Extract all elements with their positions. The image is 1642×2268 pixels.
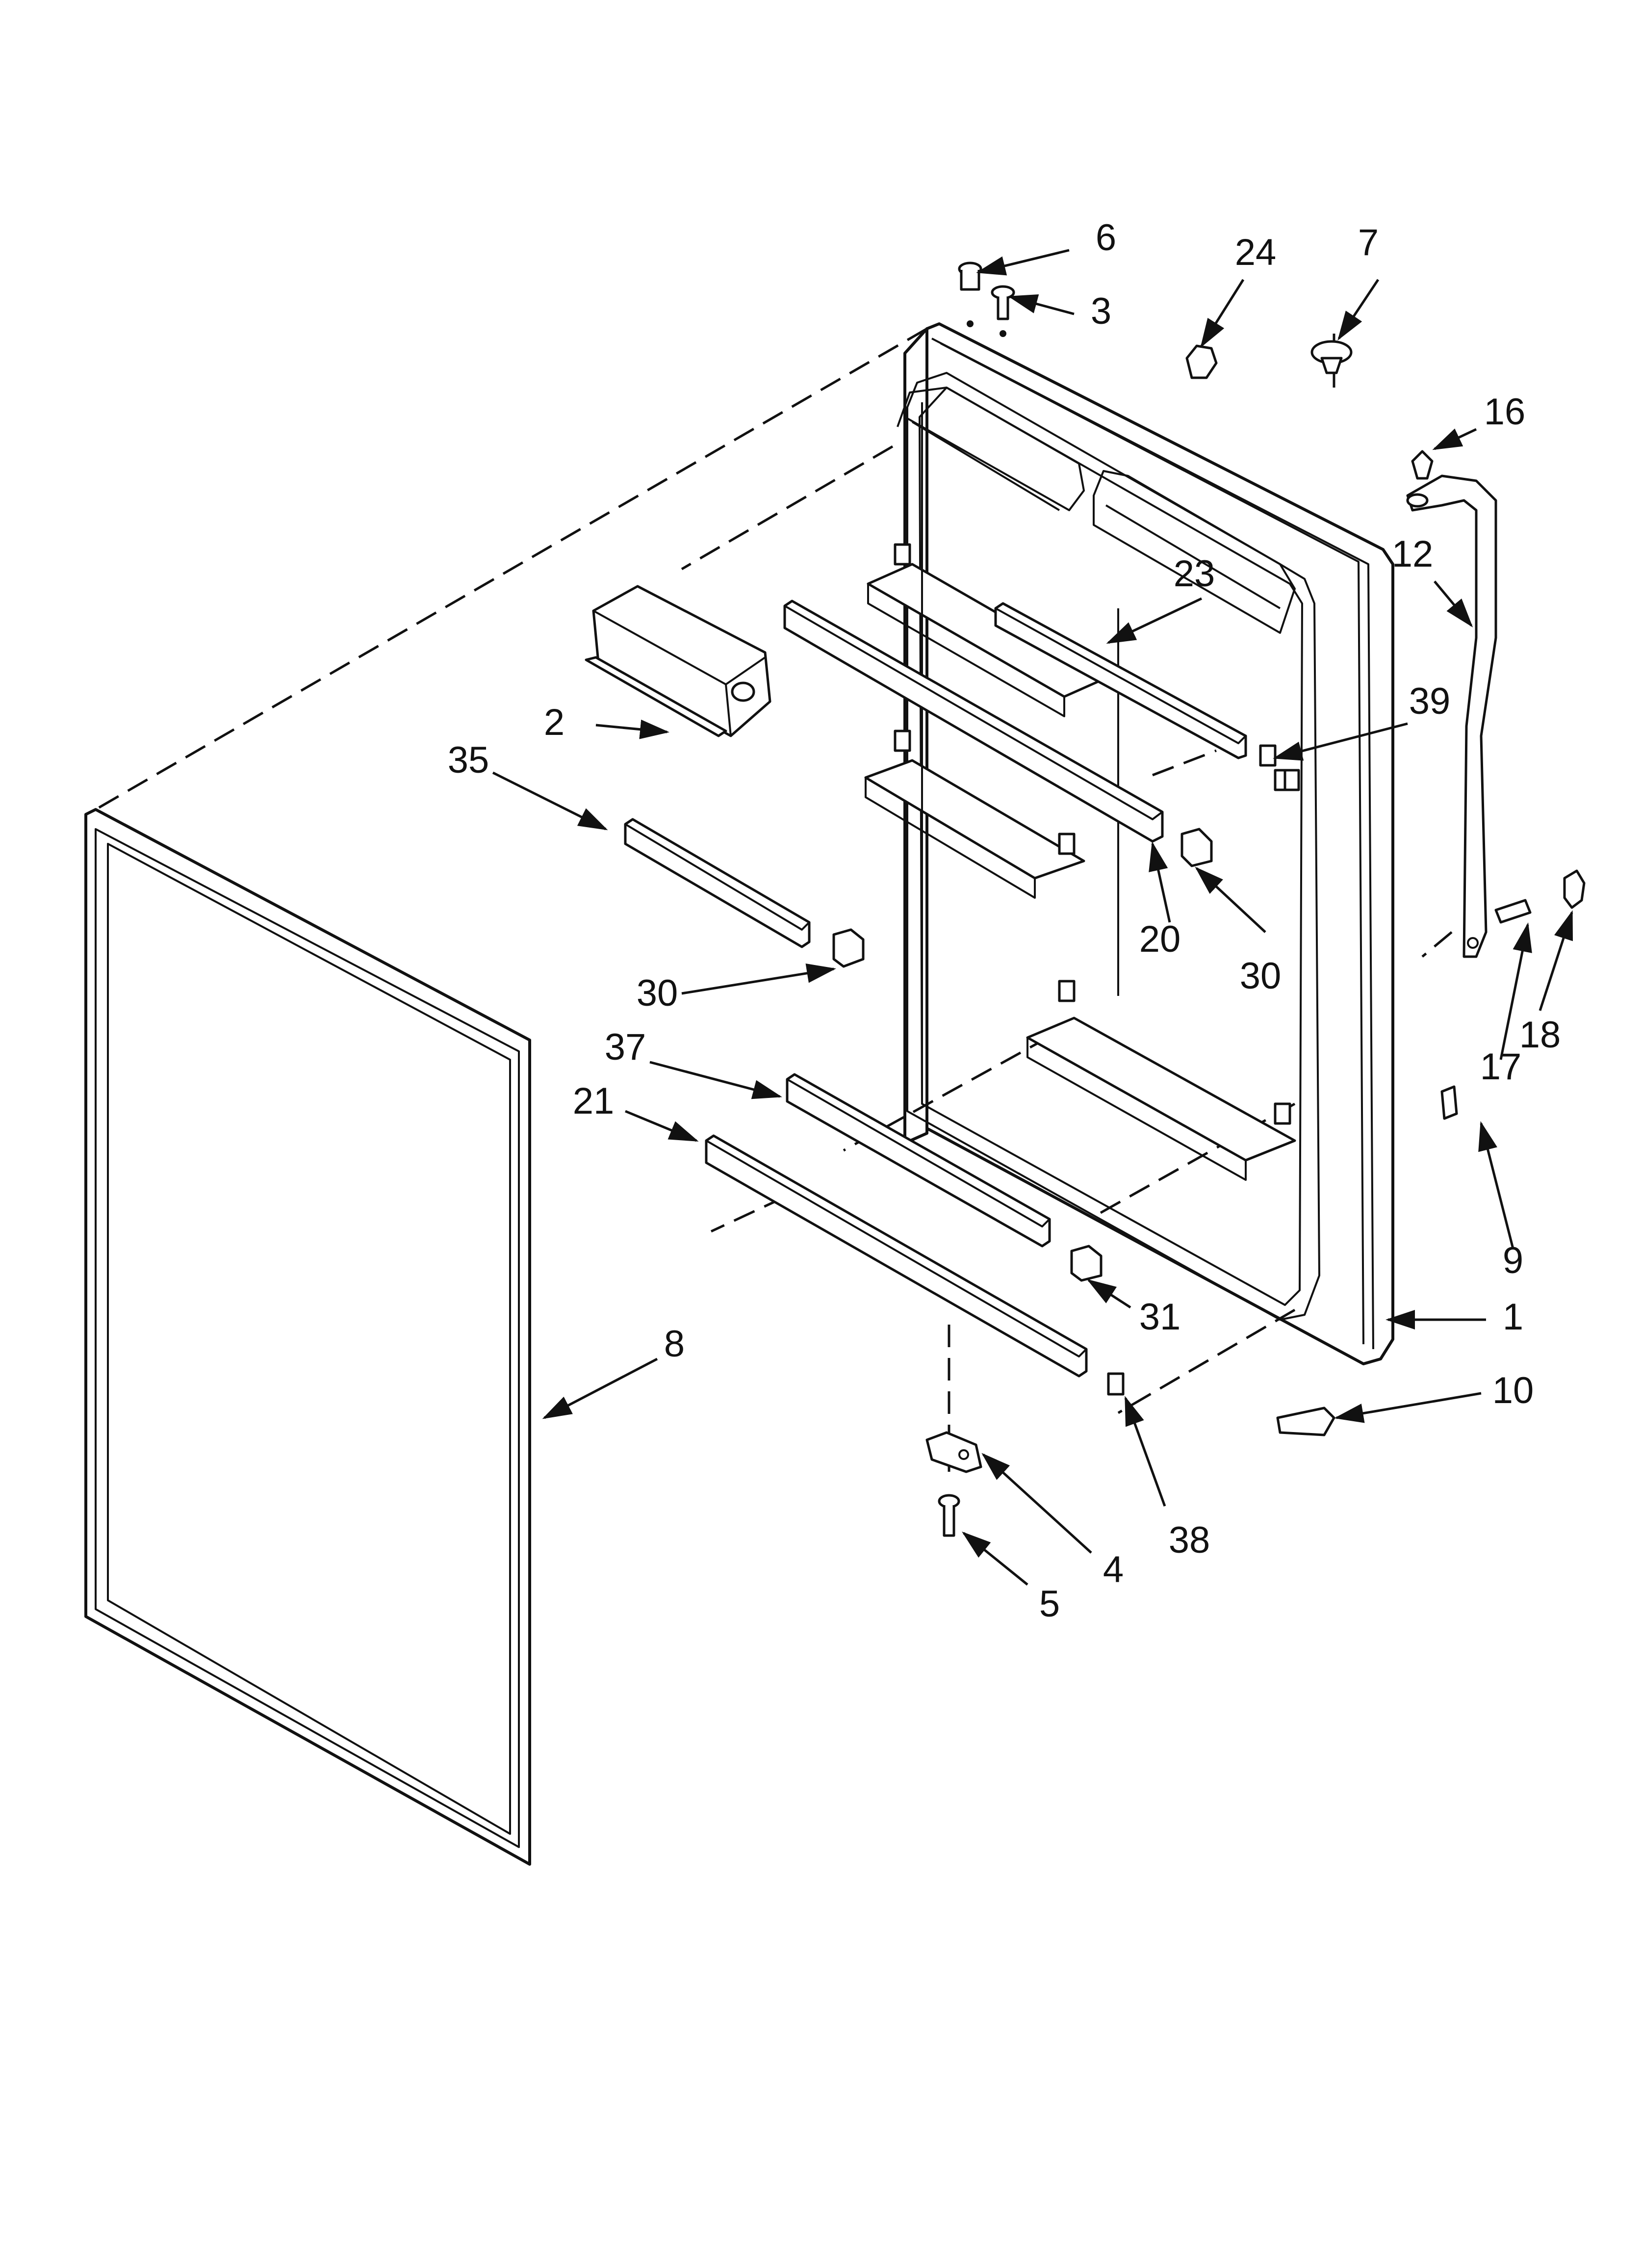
label-part-17: 17 [1480,1046,1522,1088]
door-gasket [84,808,531,1866]
label-part-18: 18 [1519,1014,1561,1056]
label-part-30-right: 30 [1240,955,1282,997]
label-part-31: 31 [1139,1296,1181,1338]
label-part-6: 6 [1096,217,1116,259]
label-part-7: 7 [1358,222,1379,263]
bottom-hinge [925,1431,982,1537]
door-liner [864,322,1394,1365]
label-part-1: 1 [1503,1296,1523,1338]
label-part-23: 23 [1174,553,1215,595]
bin-cover [585,585,771,737]
label-part-10: 10 [1492,1370,1534,1411]
label-part-3: 3 [1091,290,1111,332]
label-part-16: 16 [1484,391,1526,433]
label-part-12: 12 [1392,533,1434,575]
label-part-30-left: 30 [637,972,678,1014]
side-hardware [1276,869,1586,1436]
label-part-8: 8 [664,1323,685,1365]
top-hardware [958,261,1353,379]
label-part-5: 5 [1039,1583,1060,1625]
label-part-24: 24 [1235,232,1277,273]
label-part-2: 2 [544,702,564,743]
label-part-4: 4 [1103,1549,1124,1590]
label-part-20: 20 [1139,918,1181,960]
clips [832,744,1300,1396]
label-part-38: 38 [1169,1519,1210,1561]
label-part-39: 39 [1409,680,1451,722]
part-labels: 1 2 3 4 5 6 7 8 9 10 12 16 17 18 20 21 2… [448,217,1561,1625]
label-part-35: 35 [448,739,489,781]
door-rails [624,600,1247,1378]
leader-lines [492,249,1573,1586]
label-part-21: 21 [573,1080,615,1122]
label-part-37: 37 [605,1026,646,1068]
label-part-9: 9 [1503,1240,1523,1281]
door-handle [1406,450,1497,958]
